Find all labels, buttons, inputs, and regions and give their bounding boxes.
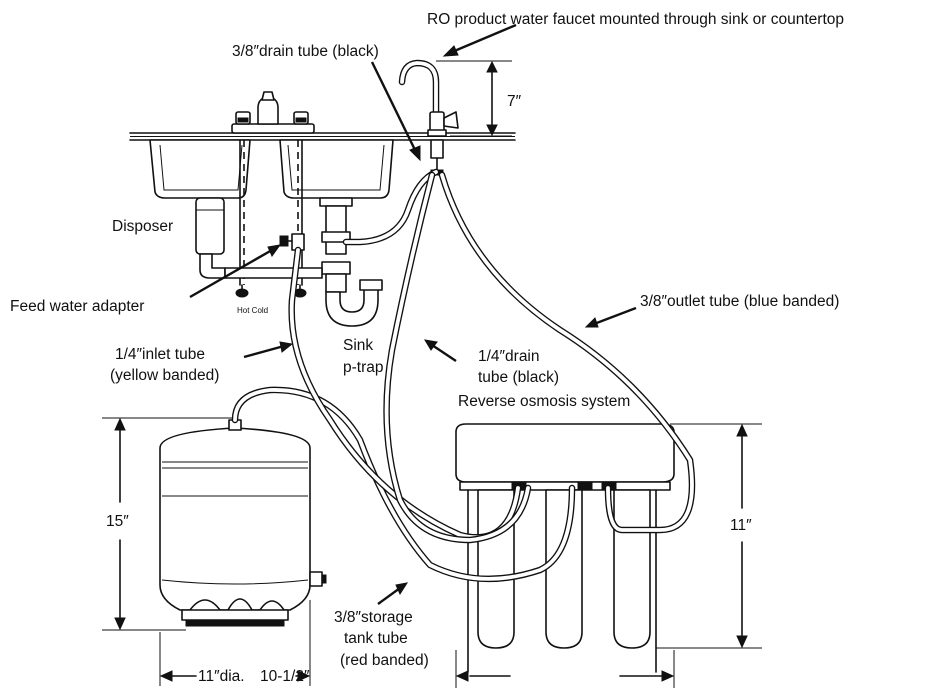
label-sink-ptrap-2: p-trap: [343, 359, 384, 376]
label-feed-water-adapter: Feed water adapter: [10, 298, 144, 315]
label-inlet-tube-1: 1/4″inlet tube: [115, 346, 205, 363]
label-inlet-tube-2: (yellow banded): [110, 367, 219, 384]
storage-tank: [159, 419, 327, 627]
label-drain-tube-mid-1: 1/4″drain: [478, 348, 540, 365]
label-storage-tube-1: 3/8″storage: [334, 609, 413, 626]
label-drain-tube-top: 3/8″drain tube (black): [232, 43, 379, 60]
label-faucet-height: 7″: [507, 93, 522, 110]
dimension-widths: [159, 600, 675, 688]
label-hot-cold: Hot Cold: [237, 306, 268, 315]
label-drain-tube-mid-2: tube (black): [478, 369, 559, 386]
label-tank-height: 15″: [106, 513, 129, 530]
label-sink-ptrap-1: Sink: [343, 337, 373, 354]
label-faucet: RO product water faucet mounted through …: [427, 11, 844, 28]
sink-basin: [149, 139, 394, 199]
label-ro-system: Reverse osmosis system: [458, 393, 630, 410]
label-storage-tube-3: (red banded): [340, 652, 429, 669]
garbage-disposer: [195, 197, 226, 279]
supply-lines: [235, 139, 307, 298]
ro-faucet: [398, 59, 459, 176]
feed-water-adapter: [279, 233, 305, 251]
label-system-width: 10-1/2″: [260, 668, 310, 685]
sink-faucet: [231, 91, 315, 134]
label-system-height: 11″: [730, 517, 752, 534]
tubing: [231, 168, 696, 583]
dimension-system-height: [656, 423, 762, 649]
label-outlet-tube: 3/8″outlet tube (blue banded): [640, 293, 839, 310]
label-storage-tube-2: tank tube: [344, 630, 408, 647]
ro-system: [455, 423, 675, 673]
leader-arrows: [189, 23, 637, 605]
label-tank-diameter: 11″dia.: [198, 668, 245, 685]
dimension-tank-height: [102, 417, 232, 631]
drain-pipes: [224, 197, 383, 327]
label-disposer: Disposer: [112, 218, 173, 235]
labels: RO product water faucet mounted through …: [10, 11, 844, 685]
dimension-faucet-height: [436, 60, 512, 137]
